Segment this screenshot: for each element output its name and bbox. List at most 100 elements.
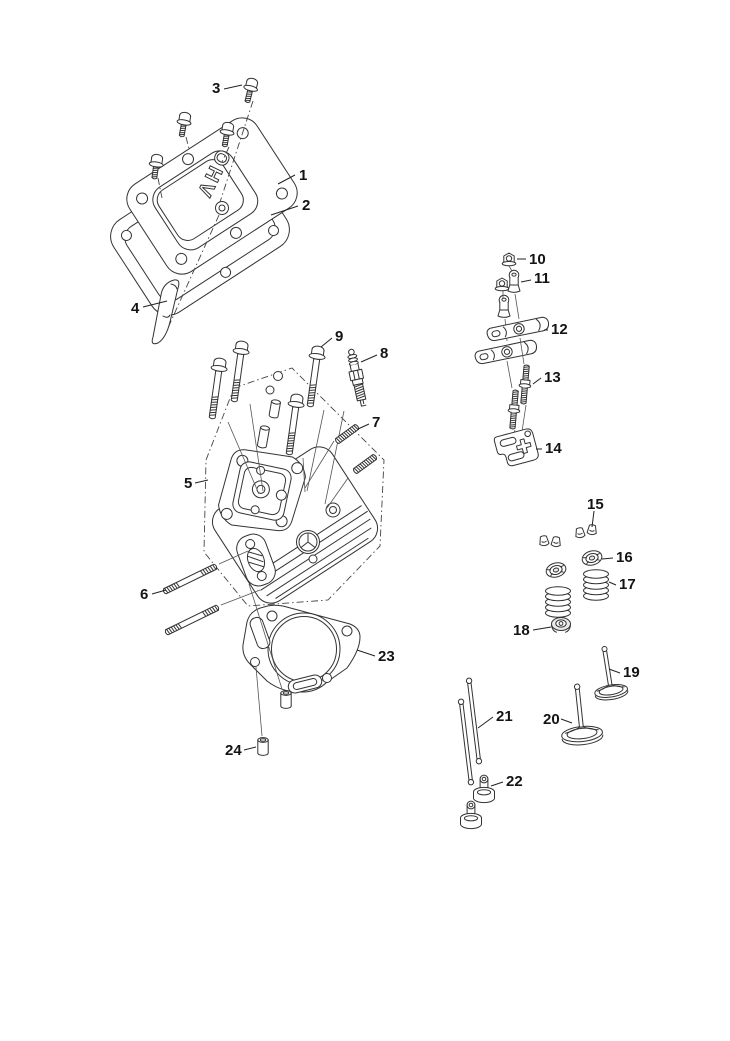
part-label-6: 6 — [140, 586, 148, 603]
leader-line — [243, 746, 257, 751]
axis-line — [302, 457, 306, 493]
axis-line — [508, 265, 513, 272]
axis-line — [220, 589, 261, 606]
part-label-21: 21 — [496, 708, 513, 725]
axis-line — [326, 477, 349, 509]
valve-guide — [268, 399, 281, 419]
part-label-9: 9 — [335, 328, 343, 345]
leader-line — [356, 649, 376, 657]
cover-center-hole — [215, 201, 229, 215]
part-label-19: 19 — [623, 664, 640, 681]
cover-bolt — [239, 76, 261, 105]
spring-retainer — [544, 560, 568, 580]
axis-line — [506, 360, 513, 389]
valve-guide — [256, 425, 270, 449]
dowel-pin — [257, 737, 269, 756]
leader-line — [277, 174, 296, 185]
valve-keeper — [550, 535, 562, 548]
stud-long — [163, 604, 221, 636]
axis-line — [185, 136, 190, 150]
part-label-12: 12 — [551, 321, 568, 338]
exhaust-valve — [594, 646, 629, 701]
leader-line — [560, 718, 573, 724]
leader-line — [520, 279, 532, 283]
head-bolt — [225, 339, 251, 404]
rocker-nut — [501, 252, 517, 267]
part-label-18: 18 — [513, 622, 530, 639]
pushrod-guide-plate — [493, 428, 539, 467]
rocker-stud — [506, 389, 523, 430]
head-boss — [325, 502, 341, 518]
intake-valve — [561, 683, 604, 746]
axis-line — [324, 410, 345, 505]
leader-line — [608, 581, 617, 586]
stud-short — [352, 453, 378, 475]
part-label-5: 5 — [184, 475, 192, 492]
axis-line — [221, 146, 230, 163]
pivot-ball — [497, 294, 511, 318]
stud-short — [334, 423, 360, 445]
axis-line — [306, 409, 325, 492]
axis-line — [248, 583, 283, 690]
part-label-7: 7 — [372, 414, 380, 431]
axis-line — [304, 440, 335, 489]
exhaust-port-flange — [236, 533, 276, 587]
axis-line — [157, 177, 163, 199]
part-label-16: 16 — [616, 549, 633, 566]
leader-line — [357, 423, 370, 430]
part-label-10: 10 — [529, 251, 546, 268]
head-assembly-outline — [203, 367, 385, 607]
axis-line — [166, 214, 220, 331]
leader-line — [477, 716, 494, 729]
valve-cap — [460, 800, 482, 830]
leader-line — [194, 479, 209, 484]
spark-plug — [347, 348, 367, 407]
leader-line — [223, 84, 243, 90]
valve-cap — [473, 774, 495, 804]
rocker-arm — [473, 338, 539, 366]
leader-line — [490, 781, 504, 787]
rocker-arm — [485, 315, 551, 343]
part-label-2: 2 — [302, 197, 310, 214]
leader-line — [601, 557, 614, 560]
valve-spring — [545, 586, 571, 618]
leader-line — [320, 337, 333, 348]
leader-line — [591, 510, 595, 528]
part-label-3: 3 — [212, 80, 220, 97]
head-gasket — [242, 604, 361, 694]
breather-tube — [151, 279, 180, 345]
valve-spring — [583, 569, 609, 601]
leader-line — [151, 589, 167, 595]
cylinder-head — [211, 371, 379, 604]
axis-line — [519, 337, 525, 365]
head-bolt — [280, 392, 306, 457]
part-label-22: 22 — [506, 773, 523, 790]
axis-line — [514, 293, 520, 320]
callouts: 1 2 3 4 5 6 7 8 9 10 11 12 13 14 15 16 1… — [131, 80, 640, 790]
leader-line — [270, 205, 299, 216]
part-label-24: 24 — [225, 742, 242, 759]
valve-stem-seal — [551, 617, 571, 633]
part-label-15: 15 — [587, 496, 604, 513]
part-label-4: 4 — [131, 300, 140, 317]
valve-cover: OHV — [126, 117, 298, 275]
leader-line — [142, 300, 168, 308]
cover-bolt — [174, 110, 194, 139]
axis-line — [255, 666, 263, 737]
part-label-23: 23 — [378, 648, 395, 665]
leader-line — [532, 626, 552, 631]
pivot-nut — [494, 277, 510, 292]
part-label-14: 14 — [545, 440, 562, 457]
axis-line — [249, 403, 264, 492]
stud-long — [161, 563, 219, 595]
rocker-stud — [517, 364, 534, 405]
part-label-8: 8 — [380, 345, 388, 362]
axis-line — [227, 421, 260, 495]
valve-keeper — [574, 526, 586, 539]
dowel-pin — [280, 690, 292, 709]
part-label-20: 20 — [543, 711, 560, 728]
part-label-17: 17 — [619, 576, 636, 593]
leader-line — [360, 354, 378, 363]
part-label-11: 11 — [534, 270, 550, 287]
